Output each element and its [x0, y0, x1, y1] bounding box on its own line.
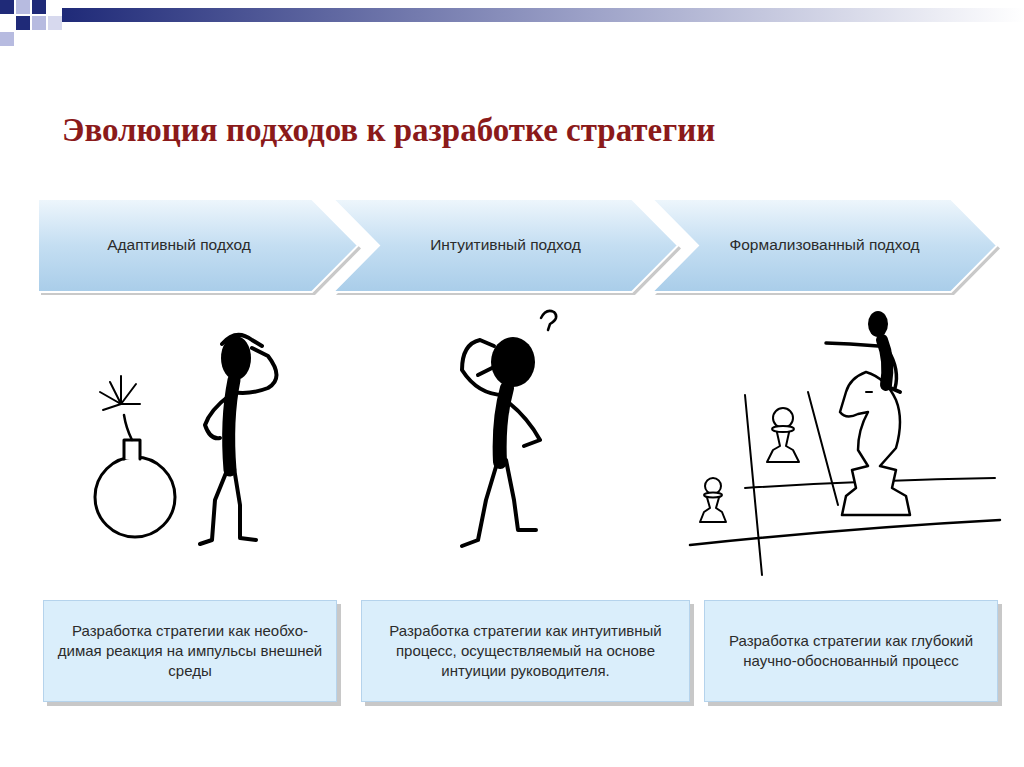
- stage-label: Интуитивный подход: [430, 235, 581, 256]
- pawn-back: [767, 408, 799, 462]
- description-text: Разработка стратегии как глубокий научно…: [715, 631, 987, 672]
- thinking-man: [462, 311, 556, 546]
- chevron-fill: [652, 199, 997, 292]
- chevron-fill: [333, 199, 678, 292]
- knight: [840, 372, 910, 515]
- stage-label: Формализованный подход: [729, 235, 919, 256]
- chess-scene: [690, 311, 1000, 575]
- chevron-fill: [38, 199, 358, 292]
- description-box: Разработка стратегии как необхо- димая р…: [43, 600, 337, 702]
- commander: [826, 311, 900, 392]
- description-box: Разработка стратегии как интуитивный про…: [361, 600, 690, 702]
- corner-decoration: [0, 0, 1024, 46]
- description-box: Разработка стратегии как глубокий научно…: [704, 600, 998, 702]
- stage-chevron: Формализованный подход: [652, 199, 997, 292]
- stage-label: Адаптивный подход: [107, 235, 251, 256]
- stage-chevron: Интуитивный подход: [333, 199, 678, 292]
- slide-title: Эволюция подходов к разработке стратегии: [62, 112, 715, 149]
- puzzled-man: [200, 335, 277, 544]
- stage-chevron: Адаптивный подход: [38, 199, 358, 292]
- description-text: Разработка стратегии как необхо- димая р…: [54, 621, 326, 682]
- bomb-figure: [95, 376, 175, 537]
- pawn-front: [700, 478, 726, 522]
- description-text: Разработка стратегии как интуитивный про…: [372, 621, 679, 682]
